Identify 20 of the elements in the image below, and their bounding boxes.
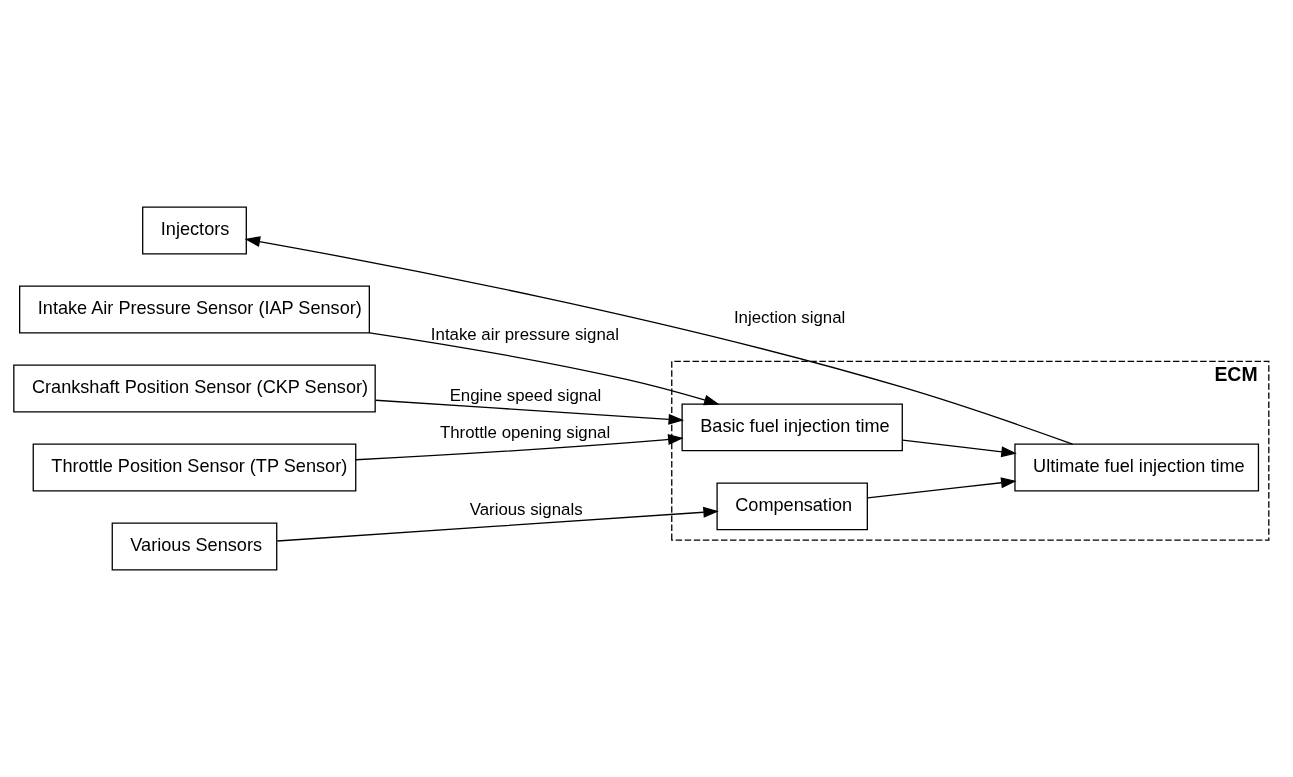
arrow <box>368 332 720 406</box>
arrow <box>244 236 1074 445</box>
node-box: Compensation <box>716 482 868 531</box>
arrow <box>276 506 719 542</box>
node-box: Basic fuel injection time <box>681 403 903 452</box>
node-box: Ultimate fuel injection time <box>1014 443 1260 492</box>
node-box: Injectors <box>142 206 247 255</box>
edge-label: Throttle opening signal <box>439 423 611 443</box>
arrow <box>355 434 684 461</box>
arrow <box>374 399 685 425</box>
arrow <box>902 439 1017 458</box>
node-box: Throttle Position Sensor (TP Sensor) <box>32 443 357 492</box>
edge-label: Engine speed signal <box>449 385 602 405</box>
node-box: Intake Air Pressure Sensor (IAP Sensor) <box>19 285 370 334</box>
edge-label: Various signals <box>469 499 583 519</box>
node-box: Various Sensors <box>111 522 278 571</box>
arrow <box>867 477 1017 499</box>
edge-label: Intake air pressure signal <box>430 324 619 344</box>
node-box: Crankshaft Position Sensor (CKP Sensor) <box>13 364 376 413</box>
edge-label: Injection signal <box>733 307 846 327</box>
